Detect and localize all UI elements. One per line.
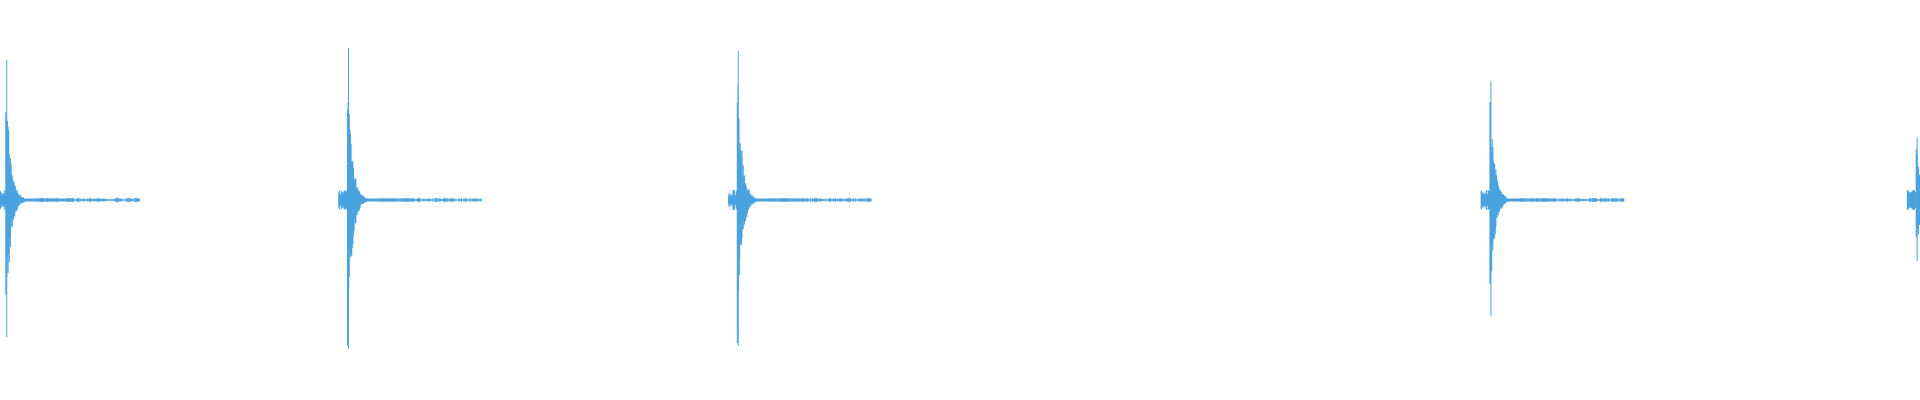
waveform-click-path: [1480, 101, 1625, 285]
waveform-click-path: [1906, 149, 1920, 239]
waveform-click-path: [727, 85, 872, 343]
waveform-click: [0, 60, 141, 338]
waveform-click: [1906, 137, 1920, 262]
waveform-click: [727, 51, 872, 346]
waveform-click: [338, 48, 482, 349]
waveform-click-path: [338, 101, 482, 346]
waveform-click: [1480, 81, 1625, 317]
waveform-click-path: [0, 112, 141, 295]
